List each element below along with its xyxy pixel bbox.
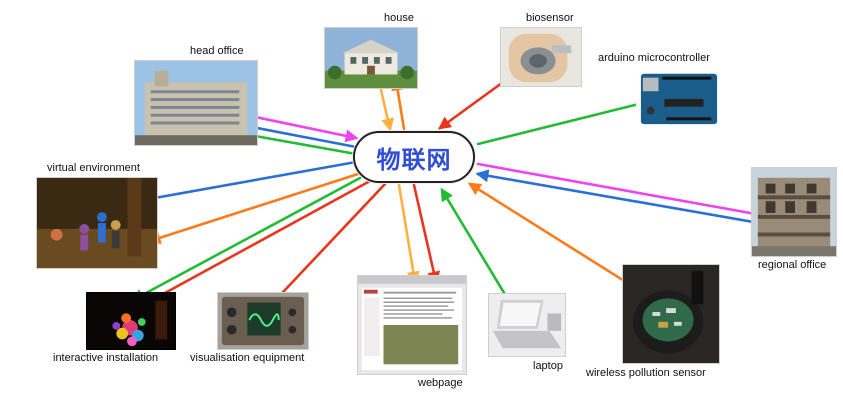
- arrow-regional-office-blue: [475, 169, 790, 230]
- arrow-installation-red: [140, 179, 372, 307]
- arrow-webpage-red: [412, 183, 441, 285]
- hub-label: 物联网: [376, 145, 452, 174]
- label-webpage: webpage: [418, 377, 463, 389]
- arrow-webpage-lightorange: [397, 183, 420, 285]
- image-arduino: [636, 67, 722, 129]
- label-regional-office: regional office: [758, 259, 827, 271]
- image-laptop: [488, 293, 566, 357]
- image-head-office: [134, 60, 258, 146]
- label-interactive-installation: interactive installation: [53, 352, 159, 364]
- arrow-visualisation-red: [266, 182, 387, 310]
- hub-iot: 物联网: [353, 131, 475, 183]
- label-virtual-environment: virtual environment: [47, 162, 140, 174]
- image-regional-office: [751, 167, 837, 257]
- arrow-regional-office-magenta: [476, 162, 781, 223]
- arrow-arduino-green: [476, 93, 670, 146]
- arrow-virtual-env-orange: [147, 172, 360, 244]
- label-laptop: laptop: [533, 360, 563, 372]
- label-biosensor: biosensor: [526, 12, 574, 24]
- image-visualisation-equipment: [217, 292, 309, 350]
- arrow-installation-green: [130, 176, 362, 302]
- label-arduino: arduino microcontroller: [598, 52, 710, 64]
- image-interactive-installation: [86, 292, 176, 350]
- image-house: [324, 27, 418, 89]
- label-head-office: head office: [190, 45, 244, 57]
- image-wireless-pollution-sensor: [622, 264, 720, 364]
- label-house: house: [384, 12, 414, 24]
- label-visualisation-equipment: visualisation equipment: [190, 352, 305, 364]
- label-wireless-pollution-sensor: wireless pollution sensor: [586, 367, 706, 379]
- image-biosensor: [500, 27, 582, 87]
- image-virtual-environment: [36, 177, 158, 269]
- image-webpage: [357, 275, 467, 375]
